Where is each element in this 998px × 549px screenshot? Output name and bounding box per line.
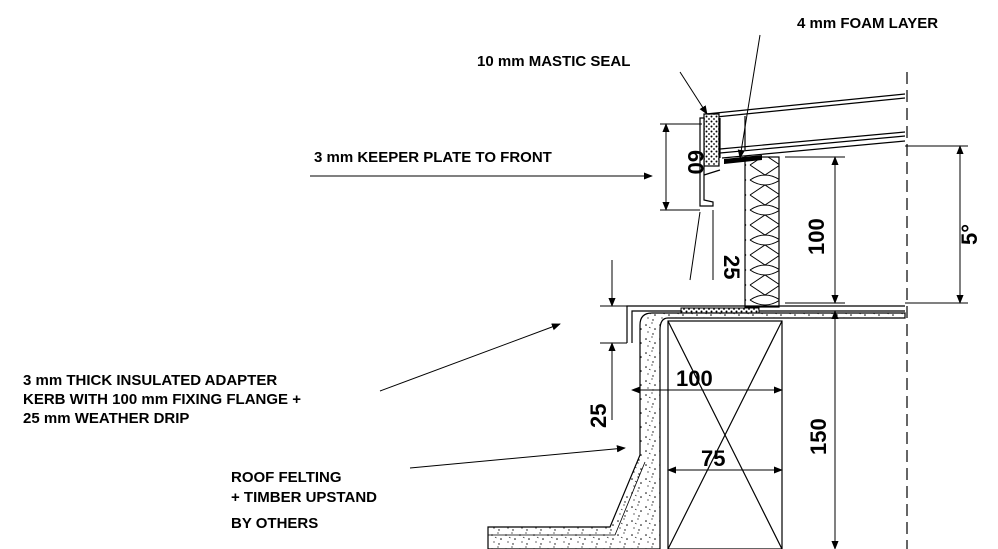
dim-75-timber: 75 — [701, 446, 725, 471]
insulation-upstand — [744, 156, 780, 308]
dim-100-insulation: 100 — [804, 218, 829, 255]
dim-25-lower: 25 — [586, 404, 611, 428]
dim-25-upper: 25 — [719, 255, 744, 279]
roof-felting-label-3: BY OTHERS — [231, 515, 318, 532]
adapter-kerb-label-2: KERB WITH 100 mm FIXING FLANGE + — [23, 391, 301, 408]
adapter-kerb-label-1: 3 mm THICK INSULATED ADAPTER — [23, 372, 277, 389]
foam-layer-label: 4 mm FOAM LAYER — [797, 15, 938, 32]
dim-100-flange: 100 — [676, 366, 713, 391]
dim-150-kerb: 150 — [806, 418, 831, 455]
roof-felting — [487, 312, 906, 549]
adapter-kerb-label-3: 25 mm WEATHER DRIP — [23, 410, 189, 427]
rooflight-panel — [705, 93, 906, 159]
timber-upstand — [667, 320, 783, 549]
dim-5-degree: 5° — [957, 224, 982, 245]
roof-felting-label-1: ROOF FELTING — [231, 469, 342, 486]
keeper-plate-label: 3 mm KEEPER PLATE TO FRONT — [314, 149, 552, 166]
adapter-kerb — [631, 310, 905, 343]
mastic-seal-label: 10 mm MASTIC SEAL — [477, 53, 630, 70]
keeper-plate — [699, 117, 714, 207]
foam-strip-lower — [680, 307, 760, 314]
dim-60: 60 — [683, 150, 708, 174]
roof-felting-label-2: + TIMBER UPSTAND — [231, 489, 377, 506]
